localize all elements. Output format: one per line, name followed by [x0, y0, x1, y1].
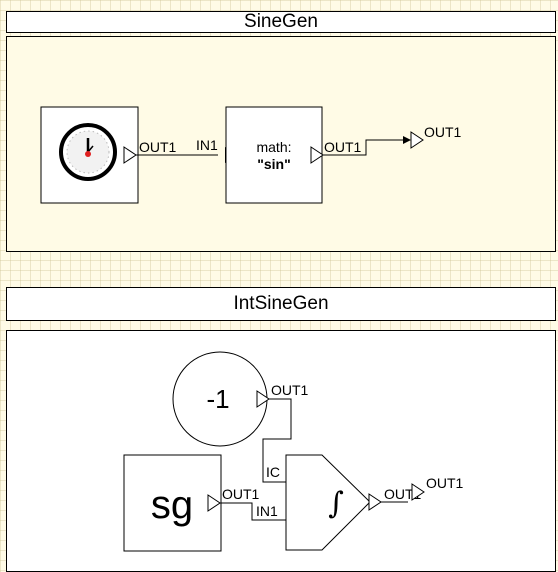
wire-sg-integrator[interactable] — [220, 502, 288, 521]
clock-icon — [59, 123, 117, 181]
wire-arrowhead — [403, 136, 411, 144]
constant-out-label: OUT1 — [271, 382, 309, 398]
constant-value: -1 — [206, 384, 229, 414]
math-label-line1: math: — [256, 139, 291, 155]
clock-out-label: OUT1 — [139, 139, 177, 155]
panel-intsinegen — [6, 330, 556, 572]
panel-title-intsinegen: IntSineGen — [6, 287, 556, 321]
outport-label-intsinegen: OUT1 — [426, 475, 464, 491]
integrator-in-label: IN1 — [256, 503, 278, 519]
math-out-label: OUT1 — [324, 139, 362, 155]
integral-symbol: ∫ — [328, 486, 344, 521]
integrator-ic-label: IC — [266, 464, 280, 480]
wire-math-outport[interactable] — [323, 139, 405, 156]
outport-label-sinegen: OUT1 — [424, 124, 462, 140]
sg-out-port[interactable] — [207, 494, 221, 512]
sg-out-label: OUT1 — [222, 486, 260, 502]
clock-out-port[interactable] — [123, 146, 137, 164]
panel-title-sinegen: SineGen — [6, 11, 556, 33]
math-label-line2: "sin" — [257, 156, 291, 172]
math-out-port[interactable] — [310, 146, 324, 164]
integrator-block[interactable]: ∫ — [285, 454, 371, 551]
constant-out-port[interactable] — [256, 390, 270, 408]
sg-label: sg — [151, 483, 193, 527]
constant-block[interactable]: -1 — [172, 351, 268, 447]
wire-constant-ic[interactable] — [262, 398, 292, 483]
math-block[interactable]: math: "sin" — [225, 106, 323, 204]
integrator-out-port[interactable] — [368, 493, 382, 511]
outport-block-sinegen[interactable] — [410, 131, 424, 149]
outport-block-intsinegen[interactable] — [411, 483, 425, 501]
clock-block[interactable] — [40, 106, 139, 204]
math-in-label: IN1 — [196, 137, 218, 153]
sg-block[interactable]: sg — [123, 454, 222, 552]
